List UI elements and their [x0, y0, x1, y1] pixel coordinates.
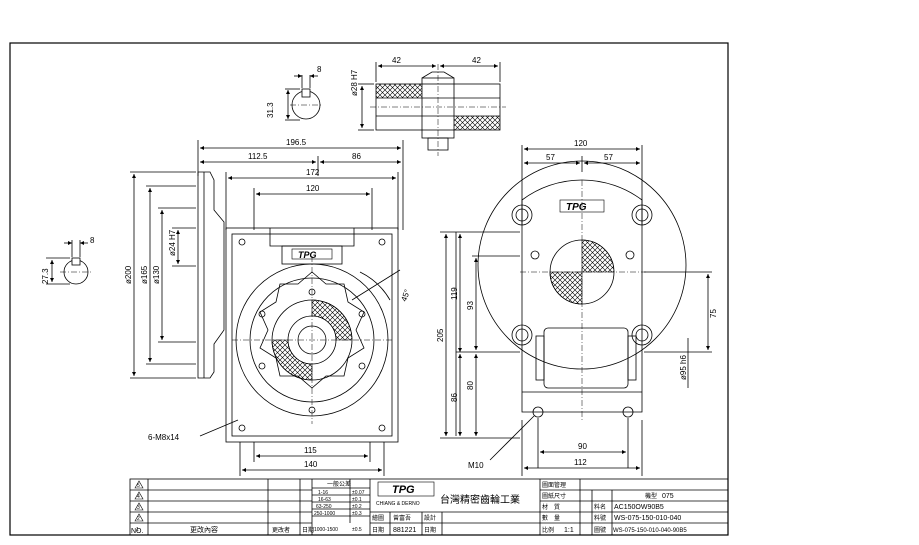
side-bolt-note: M10 [468, 461, 484, 470]
tol-range-2: 16-63 [318, 497, 331, 503]
hub-hatch-top [376, 84, 422, 98]
side-h-119: 119 [450, 287, 459, 300]
part-label: 料名 [594, 503, 606, 511]
front-dia-130: ø130 [152, 265, 161, 284]
side-shaft-dia: ø95 h6 [679, 355, 688, 380]
tol-value-3: ±0.2 [352, 504, 362, 510]
side-bottom-112: 112 [574, 458, 587, 467]
tol-value-5: ±0.5 [352, 527, 362, 533]
right-label-1: 圖面管理 [542, 481, 566, 489]
svg-text:CHIANG & DERNO: CHIANG & DERNO [376, 501, 420, 507]
front-angle: 45° [399, 288, 412, 302]
right-label-5: 比例 [542, 526, 554, 534]
side-top-120: 120 [574, 139, 588, 148]
side-h-75: 75 [709, 309, 718, 318]
right-label-3: 材 質 [542, 503, 560, 511]
model-label: 機型 [645, 492, 657, 500]
rev-person-label: 更改者 [272, 526, 290, 534]
svg-text:TPG: TPG [566, 202, 587, 213]
tol-range-3: 63-250 [316, 504, 332, 510]
front-left-part: 112.5 [248, 152, 268, 161]
scale-value: 1:1 [564, 527, 574, 534]
front-overall-width: 196.5 [286, 138, 307, 147]
model-value: 075 [662, 493, 674, 500]
side-shaft-hatch [549, 239, 615, 305]
side-left-57: 57 [546, 153, 555, 162]
rev-content-label: 更改內容 [190, 525, 218, 534]
front-bottom-115: 115 [304, 446, 317, 455]
side-view [440, 145, 712, 476]
left-key-width: 8 [90, 236, 95, 245]
side-right-57: 57 [604, 153, 613, 162]
rev-date-label: 日期 [302, 526, 314, 534]
side-bottom-90: 90 [578, 442, 587, 451]
top-right-length: 42 [472, 56, 481, 65]
front-right-part: 86 [352, 152, 361, 161]
rev-mark-3: 3 [137, 505, 140, 511]
rev-mark-4: 4 [137, 494, 140, 500]
top-keyway-width: 8 [317, 65, 322, 74]
top-keyway-height: 31.3 [266, 102, 275, 118]
date-label: 日期 [372, 526, 384, 534]
top-bore-dia: ø28 H7 [350, 69, 359, 96]
top-left-length: 42 [392, 56, 401, 65]
drawing-no-label: 圖號 [594, 526, 606, 534]
keyway-detail-left [46, 240, 92, 285]
front-width-120: 120 [306, 184, 320, 193]
design-date-label: 日期 [424, 526, 436, 534]
right-label-2: 圖紙尺寸 [542, 492, 566, 500]
front-dia-165: ø165 [140, 265, 149, 284]
tol-value-1: ±0.07 [352, 490, 365, 496]
tolerance-header: 一般公差 [327, 480, 351, 488]
company-name: 台灣精密齒輪工業 [440, 493, 520, 506]
rev-mark-1: 1 [136, 527, 139, 533]
side-h-93: 93 [466, 301, 475, 310]
front-width-172: 172 [306, 168, 320, 177]
part-value: AC150OW90B5 [614, 504, 664, 511]
tol-value-2: ±0.1 [352, 497, 362, 503]
company-logo: TPG CHIANG & DERNO [376, 481, 435, 507]
hub-section-top [358, 62, 506, 156]
side-h-80: 80 [466, 381, 475, 390]
spec-value: WS-075-150-010-040 [614, 515, 681, 522]
front-dia-200: ø200 [124, 265, 133, 284]
design-label: 設計 [424, 514, 436, 522]
rev-no-label: NO. [131, 528, 144, 535]
brand-logo-side: TPG [559, 199, 605, 213]
draw-person: 曾富吾 [393, 514, 411, 522]
svg-text:TPG: TPG [298, 250, 317, 260]
keyway-detail-top [285, 74, 322, 121]
svg-text:TPG: TPG [392, 484, 415, 496]
draw-label: 繪圖 [372, 514, 384, 522]
tol-range-1: 1-16 [318, 490, 328, 496]
rev-mark-5: 5 [137, 483, 140, 489]
brand-logo-front: TPG [291, 248, 333, 260]
spec-label: 料號 [594, 514, 606, 522]
title-block [129, 478, 729, 536]
rev-mark-2: 2 [137, 516, 140, 522]
front-bore-24: ø24 H7 [168, 229, 177, 256]
tol-range-4: 250-1000 [314, 511, 335, 517]
tol-range-5: 1000-1500 [314, 527, 338, 533]
drawing-no-value: WS-075-150-010-040-90B5 [613, 528, 687, 534]
side-h-86: 86 [450, 393, 459, 402]
front-bore-hatch [271, 299, 353, 381]
front-bolt-note: 6-M8x14 [148, 433, 180, 442]
side-h-205: 205 [436, 328, 445, 342]
front-bottom-140: 140 [304, 460, 318, 469]
right-label-4: 數 量 [542, 514, 560, 522]
tol-value-4: ±0.3 [352, 511, 362, 517]
hub-hatch-bottom [454, 116, 500, 130]
left-key-height: 27.3 [41, 268, 50, 284]
revision-triangles [134, 480, 144, 522]
front-view [130, 140, 404, 476]
date-value: 881221 [393, 527, 416, 534]
